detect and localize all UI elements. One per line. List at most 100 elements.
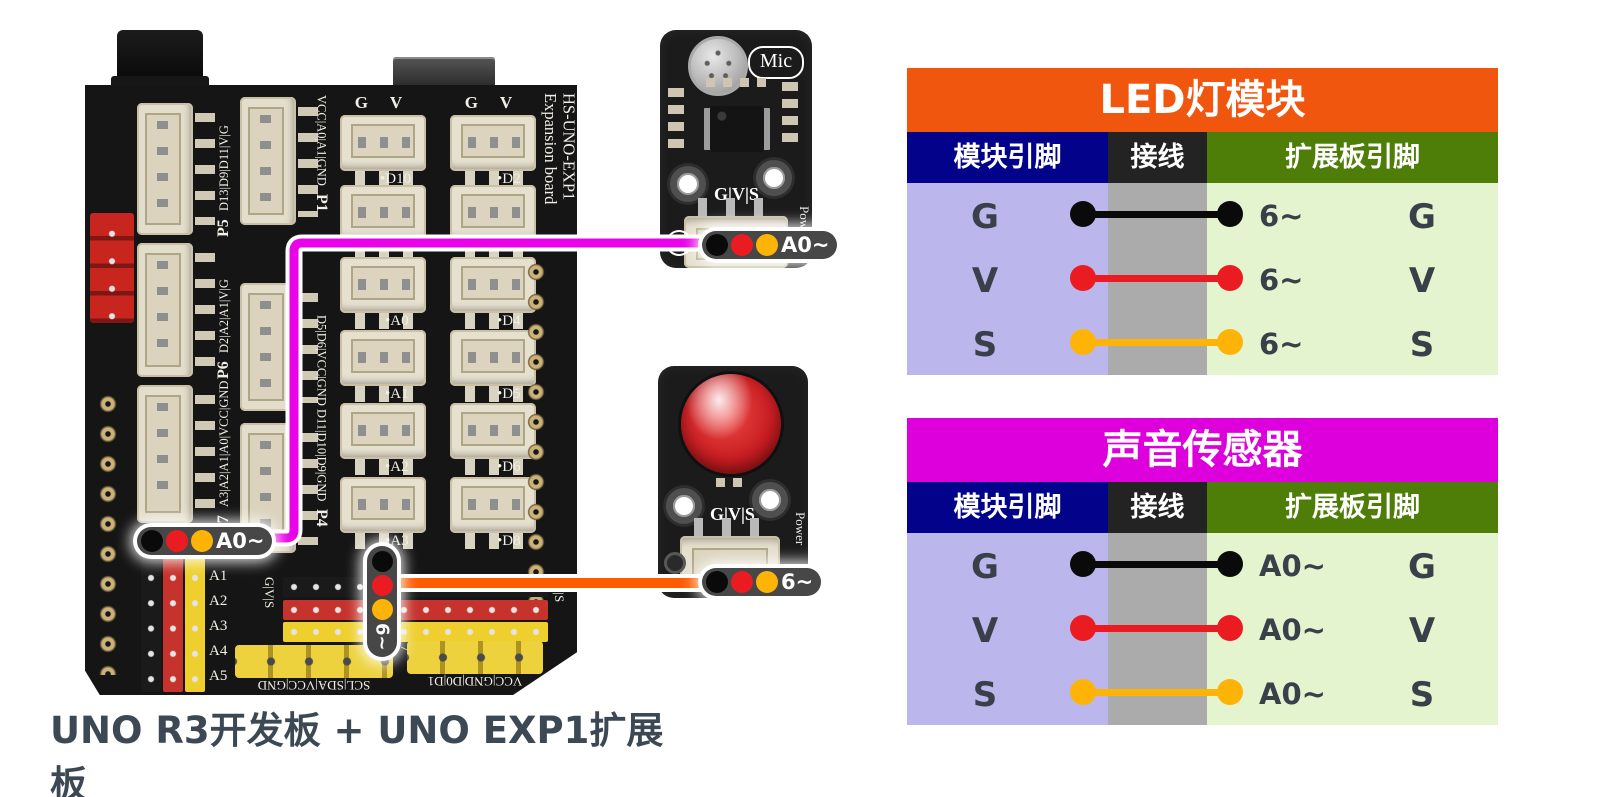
sound-table-header: 模块引脚 接线 扩展板引脚 (907, 482, 1498, 533)
through-hole-pads-left (97, 385, 119, 675)
jst-connector (340, 185, 426, 257)
pill-label: A0~ (216, 529, 265, 553)
wire-yellow (1070, 679, 1243, 705)
led-table-header: 模块引脚 接线 扩展板引脚 (907, 132, 1498, 183)
port-label-p4: D5|D6|VCC|GND D11|D10|D9|GND P4 (313, 315, 330, 565)
grid-label: •A0 (385, 313, 409, 329)
mounting-hole (756, 160, 792, 196)
power-led-label: Power (793, 512, 808, 546)
port-name: P1 (313, 193, 330, 212)
module-pin: S (972, 675, 998, 715)
yellow-dot-icon (756, 571, 778, 593)
port-pins: D2|A2|A1|V|G (216, 279, 231, 354)
port-name: P5 (215, 219, 232, 237)
led-module: G|V|S Power (658, 366, 808, 598)
digital-pin-row-black (283, 577, 548, 597)
jst-connector-d6 (450, 403, 536, 475)
header-module-pin: 模块引脚 (907, 482, 1108, 533)
wire-black (1070, 201, 1243, 227)
port-pins: D5|D6|VCC|GND D11|D10|D9|GND (314, 315, 329, 502)
analog-pin-column-yellow (185, 540, 205, 692)
module-pin: V (971, 261, 999, 301)
wire-red (1070, 615, 1243, 641)
jst-connector-a0 (340, 257, 426, 329)
board-a0-pill: A0~ (137, 527, 273, 555)
led-table: LED灯模块 模块引脚 接线 扩展板引脚 G 6~ G V 6~ V S (907, 68, 1498, 375)
sound-table-title: 声音传感器 (907, 418, 1498, 482)
board-pin: 6~ (1259, 327, 1304, 361)
board-pin-column (1207, 183, 1498, 375)
port-pins: VCC|A0|A1|GND (314, 95, 329, 186)
connector-pins (195, 395, 215, 513)
board-pin: 6~ (1259, 199, 1304, 233)
pill-label: 6~ (371, 623, 393, 651)
connector-pins (195, 113, 215, 225)
jst-connector-d5 (450, 330, 536, 402)
jst-connector (450, 185, 536, 257)
table-row: V 6~ V (907, 247, 1498, 311)
grid-label: •A3 (385, 533, 409, 549)
port-name: P6 (215, 361, 232, 379)
red-dot-icon (371, 575, 393, 596)
gvs-vertical-label: G|V|S (262, 577, 277, 609)
analog-pin-column-red (163, 540, 183, 692)
mounting-hole (752, 482, 788, 518)
red-led-dome (681, 374, 781, 474)
module-pin: V (971, 611, 999, 651)
wire-yellow (1070, 329, 1243, 355)
wire-red (1070, 265, 1243, 291)
connector-pins (298, 107, 318, 217)
board-pin: A0~ (1259, 677, 1326, 711)
jst-connector-a2 (340, 403, 426, 475)
power-pin-header (90, 213, 134, 323)
jst-connector-p7 (137, 385, 193, 523)
port-label-p6: P6 D2|A2|A1|V|G (215, 241, 232, 379)
board-pin: A0~ (1259, 549, 1326, 583)
header-wiring: 接线 (1108, 132, 1207, 183)
jst-connector-p1 (240, 97, 296, 225)
red-dot-icon (166, 530, 188, 552)
yellow-dot-icon (756, 234, 778, 256)
grid-label: •D2 (497, 171, 521, 187)
module-pin: G (971, 197, 999, 237)
i2c-connector (235, 645, 393, 678)
board-name: HS-UNO-EXP1 Expansion board (541, 93, 577, 543)
serial-connector-label: VCC|GND|D0|D1 (427, 674, 523, 689)
analog-label: A4 (209, 643, 228, 659)
pin-type: V (1408, 611, 1436, 651)
analog-pin-column-black (141, 540, 161, 692)
black-dot-icon (706, 571, 728, 593)
caption: UNO R3开发板 + UNO EXP1扩展板 (50, 709, 664, 797)
pin-type: V (1408, 261, 1436, 301)
table-row: G 6~ G (907, 183, 1498, 247)
ic-chip (710, 106, 764, 152)
module-pin: G (971, 547, 999, 587)
pill-label: A0~ (781, 233, 830, 257)
jst-connector-a1 (340, 330, 426, 402)
led-table-body: G 6~ G V 6~ V S 6~ S (907, 183, 1498, 375)
board-pin: 6~ (1259, 263, 1304, 297)
yellow-dot-icon (191, 530, 213, 552)
connector-pins (195, 253, 215, 367)
expansion-board: 3.3V|G|3.3V|G P5 D13|D9|D11|V|G P6 D2|A2… (85, 85, 577, 695)
led-module-6-pill: 6~ (702, 568, 822, 596)
yellow-dot-icon (371, 599, 393, 620)
jst-connector-p6 (137, 243, 193, 377)
board-6-pill: 6~ (367, 546, 397, 657)
table-row: S A0~ S (907, 661, 1498, 725)
board-pin: A0~ (1259, 613, 1326, 647)
digital-pin-row-red (283, 600, 548, 620)
pin-type: G (1408, 197, 1436, 237)
sound-sensor-table: 声音传感器 模块引脚 接线 扩展板引脚 G A0~ G V A0~ V S (907, 418, 1498, 725)
grid-label: •A2 (385, 459, 409, 475)
board-pin-column (1207, 533, 1498, 725)
digital-pin-row-yellow (283, 622, 548, 642)
pin-type: S (1409, 325, 1435, 365)
board-name-line1: HS-UNO-EXP1 (559, 93, 579, 201)
sound-module-a0-pill: A0~ (702, 231, 838, 259)
pin-type: G (1408, 547, 1436, 587)
module-pin: S (972, 325, 998, 365)
table-row: V A0~ V (907, 597, 1498, 661)
mic-label: Mic (748, 46, 804, 79)
led-table-title: LED灯模块 (907, 68, 1498, 132)
